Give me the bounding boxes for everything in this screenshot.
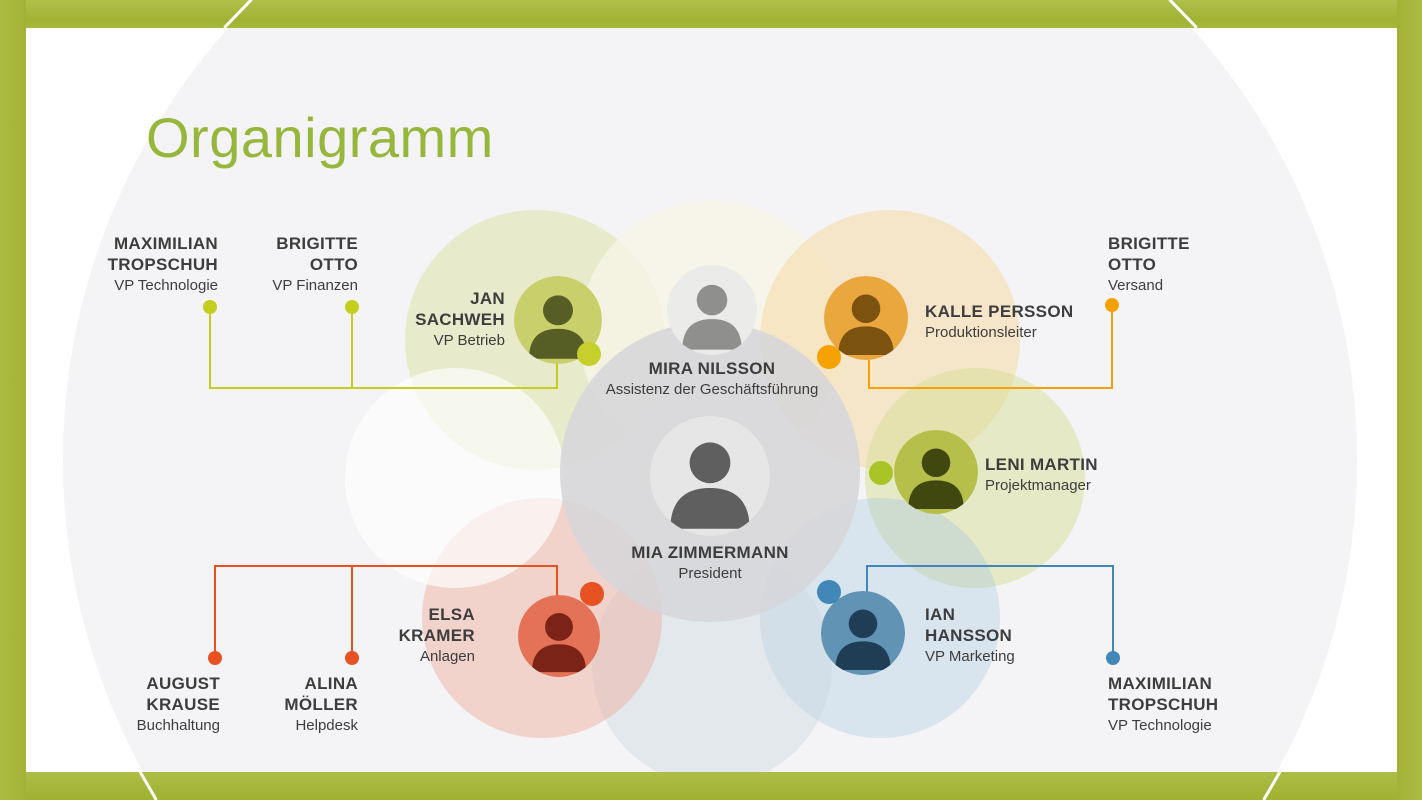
dot-august-krause — [208, 651, 222, 665]
avatar-kalle-persson — [824, 276, 908, 360]
label-alina-moeller: ALINA MÖLLER Helpdesk — [188, 673, 358, 735]
person-role: VP Finanzen — [272, 277, 358, 294]
person-name: IAN HANSSON — [925, 605, 1013, 645]
dot-brigitte-finanzen — [345, 300, 359, 314]
label-brigitte-otto-versand: BRIGITTE OTTO Versand — [1108, 233, 1298, 295]
person-icon — [518, 595, 600, 677]
label-mia-zimmermann: MIA ZIMMERMANN President — [560, 542, 860, 583]
avatar-ian-hansson — [821, 591, 905, 675]
person-role: Projektmanager — [985, 477, 1091, 494]
connector-blue-line — [866, 565, 1114, 658]
label-ian-hansson: IAN HANSSON VP Marketing — [925, 604, 1135, 666]
person-role: Versand — [1108, 277, 1164, 294]
frame-right — [1397, 0, 1422, 800]
person-name: KALLE PERSSON — [925, 302, 1074, 321]
dot-brigitte-versand — [1105, 298, 1119, 312]
label-elsa-kramer: ELSA KRAMER Anlagen — [305, 604, 475, 666]
avatar-elsa-kramer — [518, 595, 600, 677]
person-role: VP Technologie — [1108, 717, 1212, 734]
person-name: ALINA MÖLLER — [284, 674, 358, 714]
person-icon — [667, 265, 757, 355]
label-august-krause: AUGUST KRAUSE Buchhaltung — [50, 673, 220, 735]
label-jan-sachweh: JAN SACHWEH VP Betrieb — [335, 288, 505, 350]
frame-top — [0, 0, 1422, 28]
person-name: MAXIMILIAN TROPSCHUH — [1108, 674, 1219, 714]
connector-orange-line — [868, 305, 1113, 389]
dot-kalle-persson — [817, 345, 841, 369]
person-role: Helpdesk — [295, 717, 358, 734]
label-mira-nilsson: MIRA NILSSON Assistenz der Geschäftsführ… — [512, 358, 912, 399]
label-brigitte-otto-finanzen: BRIGITTE OTTO VP Finanzen — [188, 233, 358, 295]
frame-left — [0, 0, 26, 800]
avatar-jan-sachweh — [514, 276, 602, 364]
person-icon — [650, 416, 770, 536]
connector-green-line — [209, 307, 558, 389]
person-role: VP Technologie — [114, 277, 218, 294]
person-role: VP Betrieb — [433, 332, 505, 349]
person-name: MIA ZIMMERMANN — [631, 543, 789, 562]
person-name: ELSA KRAMER — [398, 605, 475, 645]
dot-alina-moeller — [345, 651, 359, 665]
connector-red-line — [214, 565, 558, 658]
dot-leni-martin — [869, 461, 893, 485]
label-leni-martin: LENI MARTIN Projektmanager — [985, 454, 1195, 495]
avatar-mia-zimmermann — [650, 416, 770, 536]
person-icon — [894, 430, 978, 514]
person-icon — [821, 591, 905, 675]
dot-jan-sachweh — [577, 342, 601, 366]
person-role: Anlagen — [419, 648, 475, 665]
person-name: BRIGITTE OTTO — [1108, 234, 1190, 274]
person-role: Buchhaltung — [136, 717, 220, 734]
person-role: President — [678, 565, 742, 582]
petal-left — [345, 368, 565, 588]
person-icon — [514, 276, 602, 364]
person-role: VP Marketing — [925, 648, 1015, 665]
dot-maximilian-top — [203, 300, 217, 314]
person-name: JAN SACHWEH — [415, 289, 505, 329]
person-name: MAXIMILIAN TROPSCHUH — [107, 234, 218, 274]
dot-ian-hansson — [817, 580, 841, 604]
person-name: BRIGITTE OTTO — [276, 234, 358, 274]
dot-maximilian-bottom — [1106, 651, 1120, 665]
person-role: Produktionsleiter — [925, 324, 1037, 341]
label-maximilian-tropschuh-top: MAXIMILIAN TROPSCHUH VP Technologie — [48, 233, 218, 295]
person-name: LENI MARTIN — [985, 455, 1098, 474]
label-kalle-persson: KALLE PERSSON Produktionsleiter — [925, 301, 1155, 342]
person-role: Assistenz der Geschäftsführung — [605, 381, 819, 398]
label-maximilian-tropschuh-bottom: MAXIMILIAN TROPSCHUH VP Technologie — [1108, 673, 1308, 735]
dot-elsa-kramer — [580, 582, 604, 606]
page-title: Organigramm — [146, 106, 494, 169]
avatar-leni-martin — [894, 430, 978, 514]
frame-bottom — [0, 772, 1422, 800]
person-name: AUGUST KRAUSE — [146, 674, 220, 714]
person-icon — [824, 276, 908, 360]
avatar-mira-nilsson — [667, 265, 757, 355]
person-name: MIRA NILSSON — [648, 359, 776, 378]
